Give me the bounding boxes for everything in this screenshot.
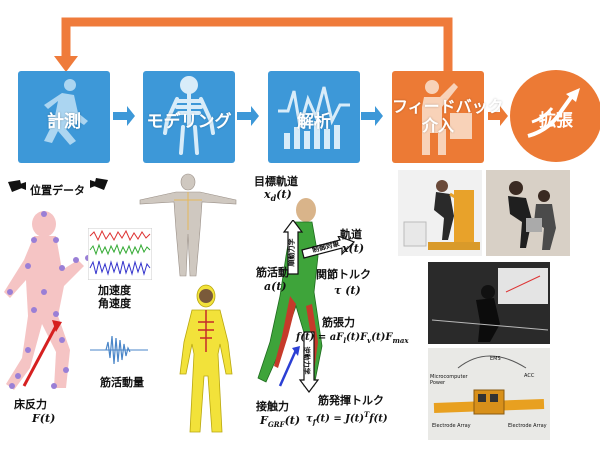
forward-dynamics-arrow — [282, 220, 304, 275]
muscle-torque-label: 筋発揮トルク — [318, 394, 384, 407]
musculoskeletal-model-tpose — [139, 173, 237, 277]
muscle-tension-label: 筋張力 — [322, 316, 355, 329]
grf-label: 床反力 — [14, 398, 47, 411]
muscle-activity-symbol: a(t) — [264, 280, 287, 293]
running-person-icon — [44, 79, 88, 145]
skeleton-icon — [163, 76, 215, 155]
emg-signal-plot — [90, 335, 148, 365]
acc-label: ACC — [524, 373, 535, 379]
contact-force-label: 接触力 — [256, 400, 289, 413]
control-target-arrow — [301, 236, 356, 259]
electrode-array-left-label: Electrode Array — [432, 423, 471, 429]
step-label: 計測 — [47, 112, 81, 132]
joint-torque-symbol: τ (t) — [334, 284, 361, 297]
step-label: モデリング — [146, 112, 232, 132]
presenting-person-icon — [422, 80, 472, 155]
position-data-label: 位置データ — [30, 184, 85, 197]
motion-capture-photo — [428, 262, 550, 344]
step-label: 拡張 — [539, 111, 573, 131]
waveform-icon — [278, 86, 350, 149]
grf-symbol: F(t) — [32, 412, 56, 425]
trajectory-symbol: x(t) — [342, 242, 365, 255]
step-measurement: 計測 — [18, 71, 110, 163]
accel-gyro-label: 加速度 角速度 — [98, 284, 131, 310]
step-analysis: 解析 — [268, 71, 360, 163]
target-trajectory-label: 目標軌道 — [254, 175, 298, 188]
mcu-power-label: Microcomputer Power — [430, 374, 468, 386]
assisted-standing-photo — [486, 170, 570, 256]
contact-force-symbol: FGRF(t) — [260, 414, 301, 430]
runner-figure — [4, 211, 91, 390]
emg-label: 筋活動量 — [100, 376, 144, 389]
rehab-device-photo — [398, 170, 482, 256]
step-label: フィードバック 介入 — [392, 97, 504, 135]
step-feedback: フィードバック 介入 — [392, 71, 504, 163]
target-trajectory-symbol: xd(t) — [264, 188, 292, 204]
step-extension: 拡張 — [510, 70, 600, 162]
camera-icon — [90, 178, 108, 190]
forward-dynamics-arrow-label: 順動力学 — [287, 238, 296, 267]
trajectory-label: 軌道 — [340, 228, 362, 241]
camera-icon — [8, 180, 26, 192]
inverse-dynamics-arrow-label: 逆動力学 — [302, 346, 311, 375]
muscle-tension-equation: f(t) = aFl(t)Fv(t)Fmax — [296, 332, 409, 345]
skeleton-model-front — [179, 284, 233, 433]
joint-torque-label: 関節トルク — [316, 268, 371, 281]
ems-device-photo: EMS Microcomputer Power ACC Electrode Ar… — [428, 348, 550, 440]
muscle-torque-equation: τf(t) = J(t)Tf(t) — [306, 410, 388, 427]
rising-arrow-icon — [527, 88, 580, 138]
step-label: 解析 — [297, 112, 331, 132]
step-modeling: モデリング — [143, 71, 235, 163]
muscle-activity-label: 筋活動 — [256, 266, 289, 279]
ems-label: EMS — [490, 356, 501, 362]
inverse-dynamics-arrow — [298, 331, 320, 393]
accelerometer-signal-plot — [88, 228, 152, 280]
electrode-array-right-label: Electrode Array — [508, 423, 547, 429]
